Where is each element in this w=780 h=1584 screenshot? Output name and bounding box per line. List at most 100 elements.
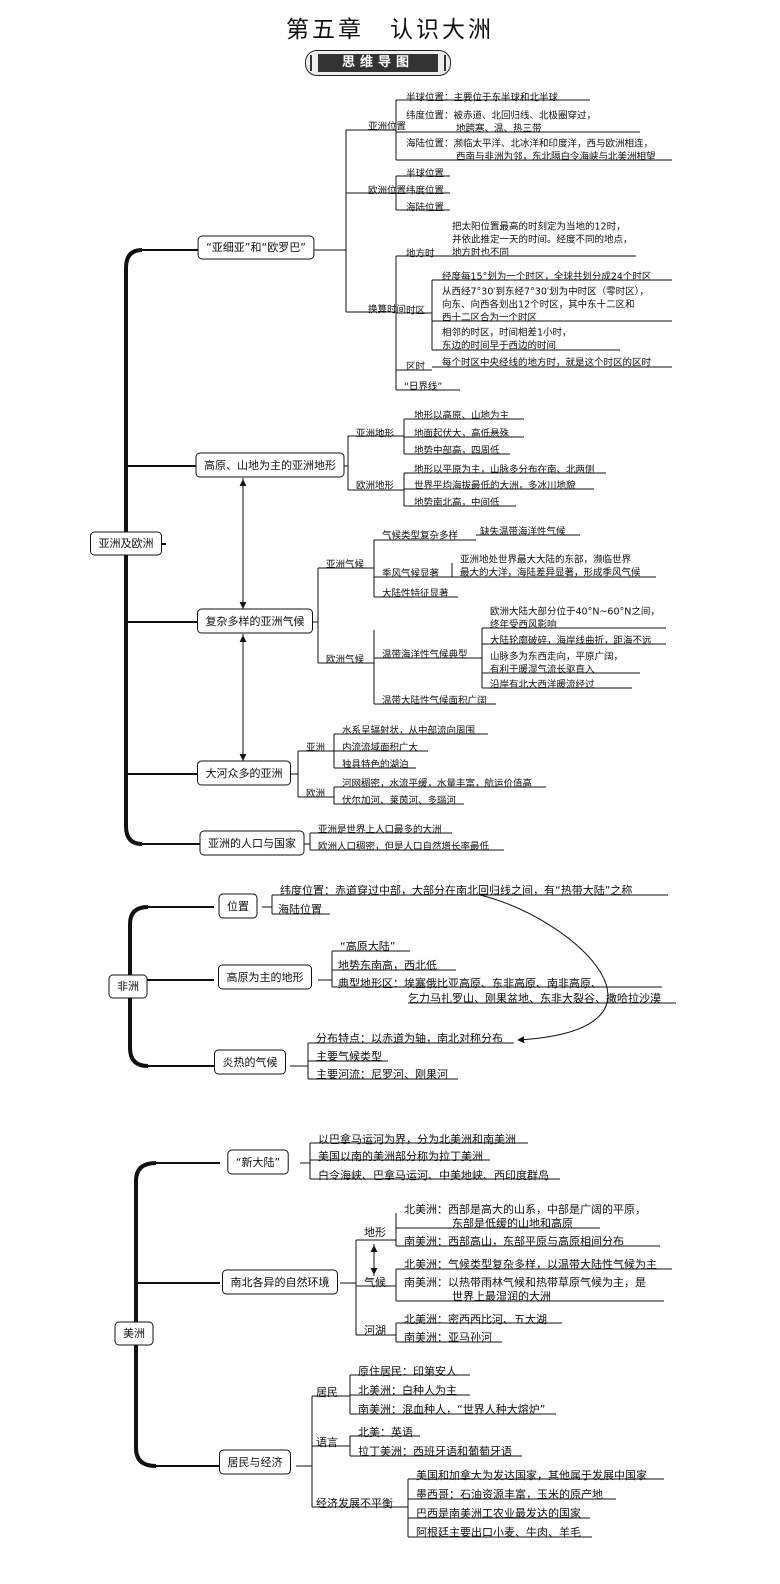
node-wendai-haiyang: 温带海洋性气候典型 bbox=[382, 649, 468, 661]
node-box-dahe-zhongduo bbox=[197, 760, 291, 786]
node-hy-d2: 大陆轮廓破碎，海岸线曲折，距海不远 bbox=[490, 635, 652, 647]
node-africa-root: 非洲 bbox=[117, 980, 139, 993]
node-xdl-2: 美国以南的美洲部分称为拉丁美洲 bbox=[318, 1149, 483, 1163]
node-mz-hh-2: 南美洲：亚马孙河 bbox=[404, 1331, 492, 1344]
node-shiqu: 时区 bbox=[406, 305, 426, 317]
node-weidu-weizhi-2: 纬度位置 bbox=[406, 185, 444, 197]
node-jm-3: 南美洲：混血种人，“世界人种大熔炉” bbox=[358, 1402, 545, 1416]
node-xdl-1: 以巴拿马运河为界，分为北美洲和南美洲 bbox=[318, 1132, 516, 1146]
node-hy-d1a: 欧洲大陆大部分位于40°N~60°N之间， bbox=[490, 606, 660, 618]
node-yazhou-heliu: 亚洲 bbox=[306, 743, 325, 754]
node-mz-dx-1a: 北美洲：西部是高大的山系，中部是广阔的平原， bbox=[404, 1202, 646, 1216]
node-yz-dx-1: 地形以高原、山地为主 bbox=[414, 410, 509, 422]
node-gaoyuan-shandi-yazhou: 高原、山地为主的亚洲地形 bbox=[204, 458, 336, 472]
node-hailu-weizhi-2: 海陆位置 bbox=[406, 202, 444, 214]
node-box-nanbei-ziran bbox=[222, 1269, 338, 1295]
node-box-africa-root bbox=[108, 974, 148, 999]
node-mz-qh-2a: 南美洲：以热带雨林气候和热带草原气候为主，是 bbox=[404, 1275, 646, 1289]
banner-label: 思维导图 bbox=[318, 54, 438, 72]
node-oz-dx-3: 地势南北高，中间低 bbox=[414, 497, 500, 509]
node-ouzhou-weizhi: 欧洲位置 bbox=[368, 185, 406, 197]
node-jingji-fazhan: 经济发展不平衡 bbox=[316, 1496, 393, 1510]
node-jifeng-d2: 最大的大洋，海陆差异显著，形成季风气候 bbox=[460, 567, 641, 579]
node-hl-1: 水系呈辐射状，从中部流向周围 bbox=[342, 725, 475, 737]
node-yaxiya-ouluoba: “亚细亚”和“欧罗巴” bbox=[206, 241, 306, 254]
node-difangshi: 地方时 bbox=[406, 248, 435, 260]
node-renkou-guojia: 亚洲的人口与国家 bbox=[208, 836, 296, 850]
node-shiqu-d2c: 西十二区合为一个时区 bbox=[442, 312, 538, 324]
node-jj-3: 巴西是南美洲工农业最发达的国家 bbox=[416, 1506, 581, 1520]
node-box-gaoyuan-shandi-yazhou bbox=[195, 452, 345, 478]
node-hl-3: 独具特色的湖泊 bbox=[342, 759, 409, 771]
node-hy-d4: 沿岸有北大西洋暖流经过 bbox=[490, 679, 595, 691]
node-box-yaxiya-ouluoba bbox=[197, 235, 315, 260]
node-oz-dx-2: 世界平均海拔最低的大洲，多冰川地貌 bbox=[414, 480, 576, 492]
node-box-asia-europe-root bbox=[90, 531, 162, 556]
node-xdl-3: 白令海峡、巴拿马运河、中美地峡、西印度群岛 bbox=[318, 1168, 549, 1182]
node-jifeng-d1: 亚洲地处世界最大大陆的东部，濒临世界 bbox=[460, 554, 632, 566]
node-ouzhou-qihou: 欧洲气候 bbox=[326, 654, 365, 666]
node-mz-dx-2: 南美洲：西部高山，东部平原与高原相间分布 bbox=[404, 1234, 624, 1248]
node-rk-2: 欧洲人口稠密，但是人口自然增长率最低 bbox=[318, 841, 490, 853]
node-yazhou-dixing: 亚洲地形 bbox=[356, 428, 395, 440]
node-box-americas-root bbox=[114, 1321, 154, 1346]
node-mz-qh-2b: 世界上最湿润的大洲 bbox=[452, 1289, 551, 1303]
node-af-hailu: 海陆位置 bbox=[278, 902, 322, 916]
node-af-yanre-qihou: 炎热的气候 bbox=[223, 1055, 278, 1069]
node-rk-1: 亚洲是世界上人口最多的大洲 bbox=[318, 824, 442, 836]
node-ouzhou-dixing: 欧洲地形 bbox=[356, 480, 395, 492]
node-weidu-weizhi-1b: 地跨寒、温、热三带 bbox=[456, 123, 542, 135]
node-hy-d1b: 终年受西风影响 bbox=[490, 619, 557, 631]
node-mz-jumin: 居民 bbox=[316, 1386, 338, 1399]
node-dalu-xing: 大陆性特征显著 bbox=[382, 588, 449, 600]
banner-stripe-left bbox=[310, 55, 312, 71]
node-box-fuza-duoyang-qihou bbox=[197, 608, 313, 634]
node-asia-europe-root: 亚洲及欧洲 bbox=[99, 537, 154, 550]
node-jj-2: 墨西哥：石油资源丰富，玉米的原产地 bbox=[416, 1487, 603, 1501]
node-af-dishi: 地势东南高，西北低 bbox=[338, 958, 437, 972]
node-yy-2: 拉丁美洲：西班牙语和葡萄牙语 bbox=[358, 1444, 512, 1458]
node-yz-dx-2: 地面起伏大，高低悬殊 bbox=[414, 428, 510, 440]
node-banqiu-weizhi-2: 半球位置 bbox=[406, 168, 444, 180]
node-qushi-d: 每个时区中央经线的地方时，就是这个时区的区时 bbox=[442, 357, 652, 369]
node-box-af-gaoyuan-dixing bbox=[218, 964, 312, 990]
node-qushi: 区时 bbox=[406, 361, 426, 373]
node-weidu-weizhi-1a: 纬度位置：被赤道、北回归线、北极圈穿过， bbox=[406, 110, 596, 122]
node-difangshi-d1: 把太阳位置最高的时刻定为当地的12时， bbox=[452, 221, 626, 233]
node-nanbei-ziran: 南北各异的自然环境 bbox=[231, 1275, 330, 1289]
node-hl-2: 内流流域面积广大 bbox=[342, 742, 419, 754]
node-mz-dx-1b: 东部是低缓的山地和高原 bbox=[452, 1216, 573, 1230]
page-title: 第五章 认识大洲 bbox=[286, 17, 494, 43]
node-yazhou-qihou: 亚洲气候 bbox=[326, 559, 365, 571]
node-af-fenbu: 分布特点：以赤道为轴，南北对称分布 bbox=[316, 1031, 503, 1045]
mind-map-banner: 思维导图 bbox=[305, 50, 451, 76]
node-af-zhuyao-heliu: 主要河流：尼罗河、刚果河 bbox=[316, 1067, 448, 1081]
node-mz-hehu: 河湖 bbox=[364, 1324, 386, 1337]
node-box-af-yanre-qihou bbox=[214, 1049, 286, 1075]
node-queshao-wendai: 缺失温带海洋性气候 bbox=[480, 526, 566, 538]
node-oz-dx-1: 地形以平原为主，山脉多分布在南、北两侧 bbox=[414, 464, 595, 476]
node-box-af-weizhi bbox=[218, 893, 258, 919]
node-shiqu-d1: 经度每15°划为一个时区，全球共划分成24个时区 bbox=[442, 271, 652, 283]
node-box-xin-dalu bbox=[227, 1149, 289, 1175]
node-mz-dixing: 地形 bbox=[364, 1226, 386, 1239]
node-ouzhou-heliu: 欧洲 bbox=[306, 788, 325, 800]
node-af-dianxing-b: 乞力马扎罗山、刚果盆地、东非大裂谷、撒哈拉沙漠 bbox=[408, 991, 661, 1005]
node-af-gaoyuan-dalu: “高原大陆” bbox=[340, 939, 395, 953]
node-yazhou-weizhi: 亚洲位置 bbox=[368, 121, 406, 133]
node-qihou-leixing: 气候类型复杂多样 bbox=[382, 530, 458, 542]
node-mz-hh-1: 北美洲：密西西比河、五大湖 bbox=[404, 1312, 547, 1326]
banner-stripe-right bbox=[444, 55, 446, 71]
node-shiqu-d2a: 从西经7°30′到东经7°30′划为中时区（零时区）， bbox=[442, 286, 649, 298]
node-xin-dalu: “新大陆” bbox=[236, 1155, 280, 1169]
node-shiqu-d2b: 向东、向西各划出12个时区，其中东十二区和 bbox=[442, 299, 635, 311]
node-jifeng-qihou: 季风气候显著 bbox=[382, 568, 439, 580]
node-hailu-weizhi-1b: 西南与非洲为邻，东北隔白令海峡与北美洲相望 bbox=[456, 151, 656, 163]
node-fuza-duoyang-qihou: 复杂多样的亚洲气候 bbox=[206, 614, 305, 628]
node-americas-root: 美洲 bbox=[123, 1327, 145, 1340]
node-shiqu-d3b: 东边的时间早于西边的时间 bbox=[442, 340, 556, 352]
node-huansuan-shijian: 换算时间 bbox=[368, 304, 406, 316]
node-jm-1: 原住居民：印第安人 bbox=[358, 1364, 457, 1378]
node-yy-1: 北美：英语 bbox=[358, 1425, 413, 1439]
